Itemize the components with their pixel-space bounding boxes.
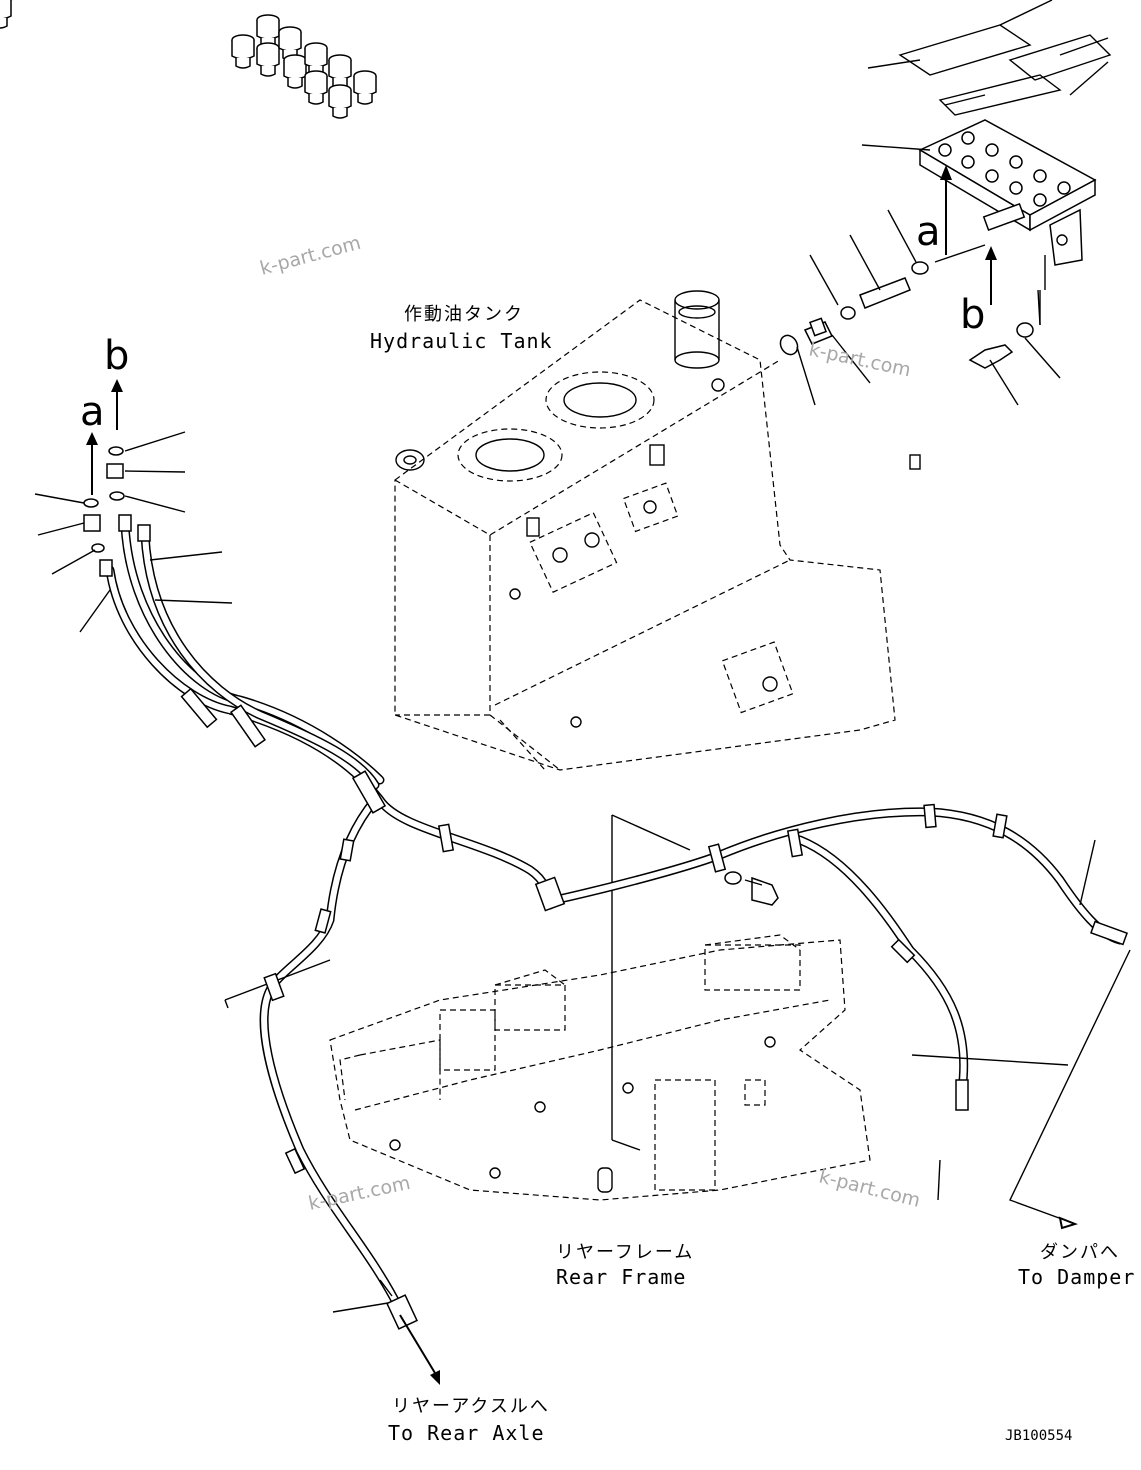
- hose-bundle: [99, 514, 1128, 1330]
- ref-a-right: a: [916, 209, 941, 255]
- watermark-4: k-part.com: [817, 1166, 923, 1212]
- rear-frame-label-jp: リヤーフレーム: [556, 1242, 694, 1263]
- to-damper-label-jp: ダンパへ: [1040, 1242, 1120, 1263]
- ref-arrows: [86, 165, 1041, 1385]
- hydraulic-tank-label-jp: 作動油タンク: [404, 304, 524, 325]
- to-rear-axle-label-en: To Rear Axle: [388, 1421, 545, 1445]
- rear-frame: [329, 814, 871, 1201]
- watermark-3: k-part.com: [306, 1172, 412, 1215]
- damper-leader: [1009, 949, 1131, 1223]
- hydraulic-tank: [394, 290, 921, 771]
- left-fittings: [83, 446, 125, 553]
- to-damper-label-en: To Damper: [1018, 1265, 1135, 1289]
- ref-b-left: b: [104, 333, 129, 379]
- hydraulic-tank-label-en: Hydraulic Tank: [370, 329, 553, 353]
- rear-frame-label-en: Rear Frame: [556, 1265, 686, 1289]
- ref-b-right: b: [960, 292, 985, 338]
- ref-a-left: a: [80, 389, 105, 435]
- watermark-1: k-part.com: [258, 232, 364, 280]
- drawing-code: JB100554: [1005, 1428, 1072, 1444]
- leader-lines: [34, 0, 1109, 1313]
- valve-caps: [0, 0, 1112, 119]
- connector-parts: [779, 244, 1034, 369]
- watermark-2: k-part.com: [807, 338, 913, 381]
- to-rear-axle-label-jp: リヤーアクスルへ: [392, 1396, 550, 1417]
